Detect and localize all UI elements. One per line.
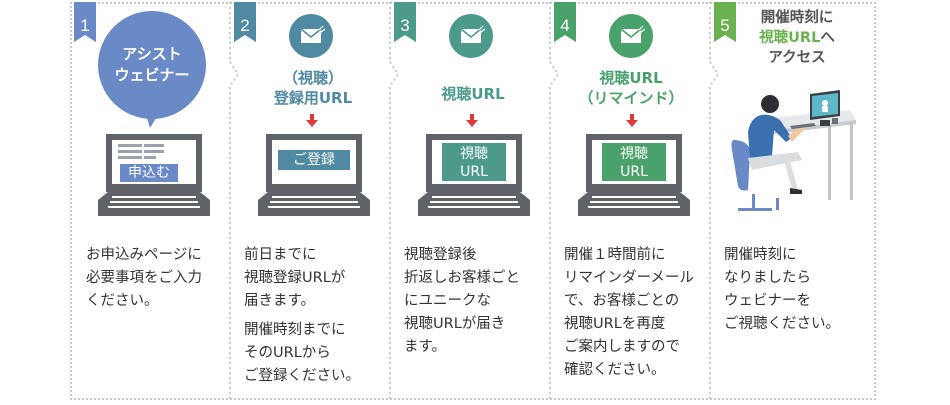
step-number: 4 — [560, 16, 570, 35]
desc-line: 開催時刻に — [724, 247, 797, 263]
title-line: 視聴URLへ — [728, 28, 866, 48]
step-title: 開催時刻に 視聴URLへ アクセス — [728, 8, 866, 68]
laptop-icon — [578, 134, 690, 216]
title-line: アクセス — [768, 50, 826, 66]
title-line: 開催時刻に — [760, 10, 834, 26]
step-divider — [709, 2, 718, 400]
steps-frame — [70, 2, 876, 400]
desc-line: ご登録ください。 — [244, 368, 360, 384]
title-line: 視聴URL — [599, 69, 663, 87]
desc-line: ご案内しますので — [564, 339, 680, 355]
desc-line: そのURLから — [244, 345, 331, 361]
laptop-icon — [418, 134, 530, 216]
step-number: 3 — [400, 16, 410, 35]
screen-line: URL — [620, 164, 648, 180]
bubble-line: ウェビナー — [114, 66, 190, 84]
step-number-badge: 2 — [234, 2, 258, 42]
desc-line: 視聴URLを再度 — [564, 316, 666, 332]
desc-line: 開催時刻までに — [244, 322, 346, 338]
desc-line: で、お客様ごとの — [564, 293, 680, 309]
title-line: （視聴） — [282, 69, 343, 87]
title-line: 登録用URL — [273, 89, 353, 107]
laptop-icon — [98, 134, 210, 216]
step-description: 視聴登録後 折返しお客様ごと にユニークな 視聴URLが届き ます。 — [404, 244, 520, 359]
apply-label: 申込む — [128, 165, 170, 181]
desc-line: 折返しお客様ごと — [404, 270, 520, 286]
view-url-label: 視聴 URL — [602, 145, 666, 181]
title-line: （リマインド） — [578, 89, 684, 107]
bubble-line: アシスト — [122, 45, 182, 63]
person-at-computer-icon — [731, 90, 856, 211]
step-number: 1 — [80, 16, 90, 35]
desc-line: 確認ください。 — [564, 362, 666, 378]
desc-line: お申込みページに — [86, 247, 202, 263]
register-label: ご登録 — [293, 152, 335, 168]
down-arrow-icon — [306, 114, 318, 127]
desc-line: リマインダーメール — [564, 270, 694, 286]
desc-line: 前日までに — [244, 247, 317, 263]
view-url-label: 視聴 URL — [442, 145, 506, 181]
step-number-badge: 5 — [714, 2, 738, 42]
step-title: （視聴） 登録用URL — [238, 68, 388, 108]
desc-line: にユニークな — [404, 293, 491, 309]
desc-line: ご視聴ください。 — [724, 316, 840, 332]
mail-icon — [609, 14, 653, 58]
step-number-badge: 3 — [394, 2, 418, 42]
bubble-text: アシスト ウェビナー — [98, 44, 206, 86]
desc-line: なりましたら — [724, 270, 811, 286]
step-title: 視聴URL （リマインド） — [556, 68, 706, 108]
step-description: お申込みページに 必要事項をご入力 ください。 — [86, 244, 202, 313]
step-divider — [389, 2, 398, 400]
screen-line: 視聴 — [620, 146, 648, 162]
step-number-badge: 4 — [554, 2, 578, 42]
desc-line: 開催１時間前に — [564, 247, 666, 263]
step-divider — [229, 2, 238, 400]
desc-line: 視聴URLが届き — [404, 316, 506, 332]
step-number-badge: 1 — [74, 2, 98, 42]
speech-bubble — [98, 11, 206, 119]
down-arrow-icon — [466, 114, 478, 127]
desc-line: ください。 — [86, 293, 159, 309]
screen-line: 視聴 — [460, 146, 488, 162]
title-highlight: 視聴URL — [759, 30, 821, 46]
step-description: 前日までに 視聴登録URLが 届きます。 開催時刻までに そのURLから ご登録… — [244, 244, 360, 388]
laptop-icon — [258, 134, 370, 216]
step-number: 5 — [720, 16, 730, 35]
mail-icon — [289, 14, 333, 58]
desc-line: 必要事項をご入力 — [86, 270, 202, 286]
step-description: 開催１時間前に リマインダーメール で、お客様ごとの 視聴URLを再度 ご案内し… — [564, 244, 694, 382]
title-line-rest: へ — [820, 30, 835, 46]
desc-line: 視聴登録後 — [404, 247, 477, 263]
screen-line: URL — [460, 164, 488, 180]
step-title: 視聴URL — [398, 84, 548, 104]
desc-line: ウェビナーを — [724, 293, 811, 309]
step-number: 2 — [240, 16, 250, 35]
step-description: 開催時刻に なりましたら ウェビナーを ご視聴ください。 — [724, 244, 840, 336]
desc-line: 視聴登録URLが — [244, 270, 346, 286]
desc-line: 届きます。 — [244, 293, 316, 309]
title-line: 視聴URL — [441, 85, 505, 103]
mail-icon — [449, 14, 493, 58]
down-arrow-icon — [626, 114, 638, 127]
speech-bubble-tail — [144, 108, 162, 128]
step-divider — [549, 2, 558, 400]
desc-line: ます。 — [404, 339, 447, 355]
